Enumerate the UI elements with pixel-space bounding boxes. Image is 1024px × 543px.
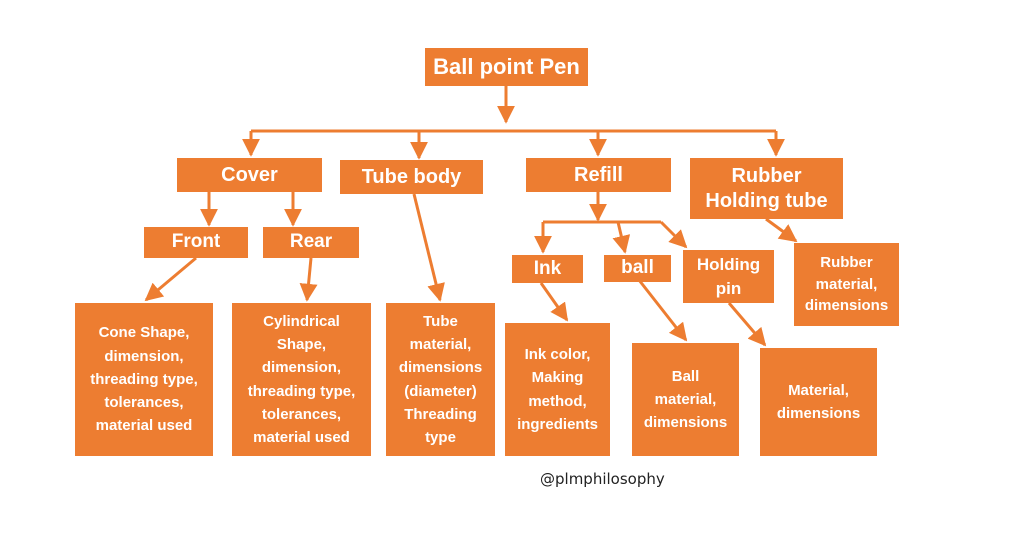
tube-body-label: Tube body — [361, 166, 462, 188]
node-ink: Ink — [512, 255, 583, 283]
holding-pin-label: Holding pin — [696, 254, 761, 298]
ink-detail-arrow — [539, 282, 569, 322]
front-detail-arrow — [144, 256, 197, 302]
detail-tube-body: Tube material, dimensions (diameter) Thr… — [386, 303, 495, 456]
credit-text: @plmphilosophy — [540, 470, 665, 488]
detail-front: Cone Shape, dimension, threading type, t… — [75, 303, 213, 456]
detail-rear: Cylindrical Shape, dimension, threading … — [232, 303, 371, 456]
rubber-detail-arrow — [765, 217, 798, 243]
ball-label: ball — [621, 257, 654, 279]
detail-ink: Ink color, Making method, ingredients — [505, 323, 610, 456]
detail-front-text: Cone Shape, dimension, threading type, t… — [90, 324, 198, 435]
tube-detail-arrow — [412, 193, 445, 302]
ball-detail-arrow — [637, 279, 688, 342]
front-label: Front — [171, 231, 221, 253]
refill-label: Refill — [574, 164, 623, 186]
detail-rubber: Rubber material, dimensions — [794, 243, 899, 326]
node-rear: Rear — [263, 227, 359, 258]
node-cover: Cover — [177, 158, 322, 192]
cover-label: Cover — [221, 164, 278, 186]
root-node: Ball point Pen — [425, 48, 588, 86]
detail-holding-pin: Material, dimensions — [760, 348, 877, 456]
detail-holding-pin-text: Material, dimensions — [776, 381, 861, 422]
holding-pin-arrow — [659, 220, 688, 249]
node-front: Front — [144, 227, 248, 258]
root-label: Ball point Pen — [433, 53, 580, 79]
detail-ball: Ball material, dimensions — [632, 343, 739, 456]
detail-rear-text: Cylindrical Shape, dimension, threading … — [247, 312, 356, 446]
node-tube-body: Tube body — [340, 160, 483, 194]
node-ball: ball — [604, 255, 671, 282]
detail-tube-body-text: Tube material, dimensions (diameter) Thr… — [398, 312, 483, 446]
holding-pin-detail-arrow — [727, 302, 767, 347]
detail-ball-text: Ball material, dimensions — [643, 367, 728, 432]
rear-label: Rear — [289, 231, 333, 253]
rubber-holding-tube-label: Rubber Holding tube — [705, 164, 828, 212]
node-refill: Refill — [526, 158, 671, 192]
ball-arrow — [612, 221, 631, 254]
rear-detail-arrow — [299, 257, 318, 302]
detail-ink-text: Ink color, Making method, ingredients — [517, 346, 598, 433]
detail-rubber-text: Rubber material, dimensions — [804, 253, 889, 315]
node-rubber-holding-tube: Rubber Holding tube — [690, 158, 843, 219]
node-holding-pin: Holding pin — [683, 250, 774, 303]
ink-label: Ink — [533, 257, 562, 279]
